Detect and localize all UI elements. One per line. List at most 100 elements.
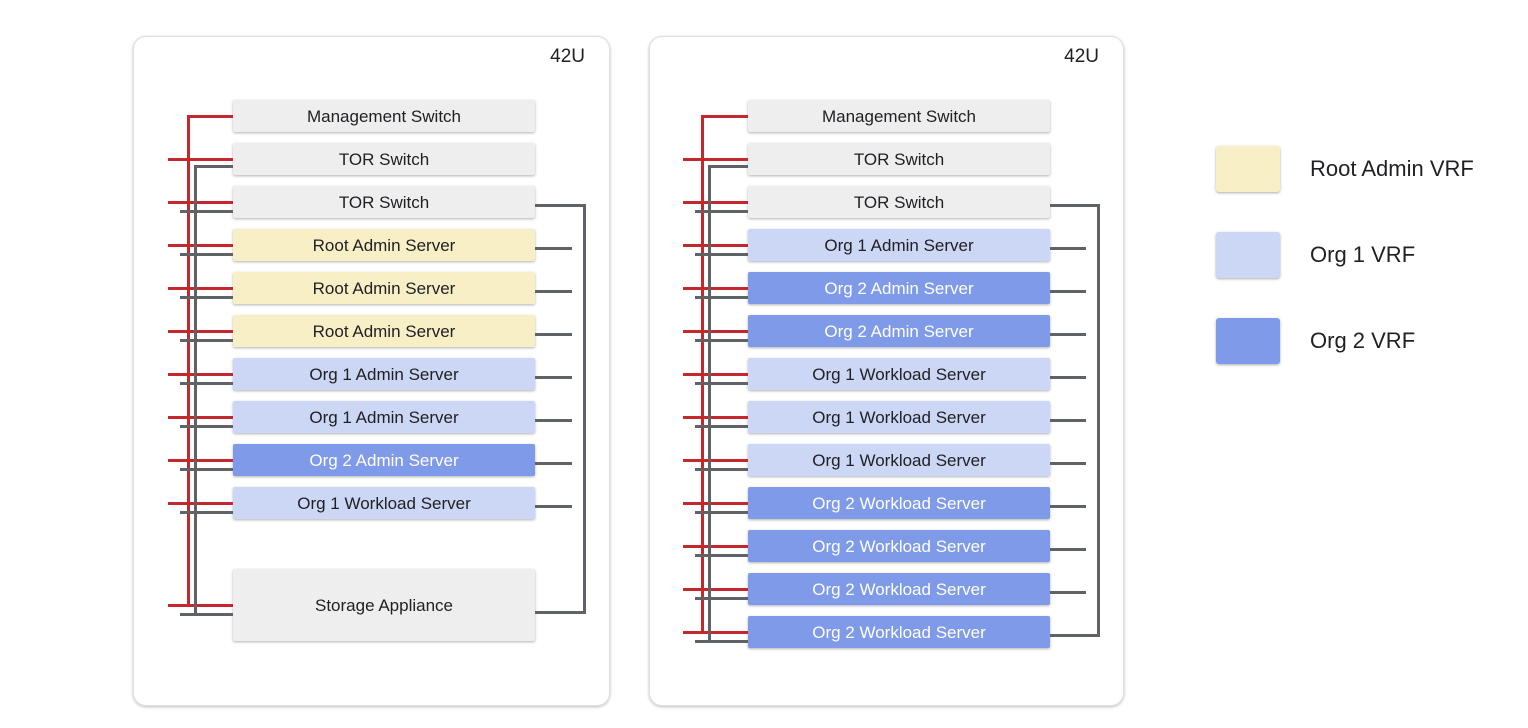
rack-left-uplink-branch-6 <box>535 376 572 379</box>
device-rack-left-6[interactable]: Org 1 Admin Server <box>233 358 535 390</box>
device-rack-left-4[interactable]: Root Admin Server <box>233 272 535 304</box>
rack-left-mgmt-branch-0 <box>187 115 233 118</box>
rack-right-mgmt-branch-6 <box>683 373 748 376</box>
rack-left-data-branch-3 <box>180 253 233 256</box>
rack-right-data-branch-6 <box>695 382 748 385</box>
device-rack-right-11[interactable]: Org 2 Workload Server <box>748 573 1050 605</box>
device-rack-right-3[interactable]: Org 1 Admin Server <box>748 229 1050 261</box>
rack-left-uplink-branch-5 <box>535 333 572 336</box>
rack-right-data-branch-4 <box>695 296 748 299</box>
rack-left-uplink-branch-9 <box>535 505 572 508</box>
device-rack-left-1[interactable]: TOR Switch <box>233 143 535 175</box>
rack-left-mgmt-branch-8 <box>168 459 233 462</box>
rack-right-mgmt-branch-2 <box>683 201 748 204</box>
rack-left-mgmt-branch-3 <box>168 244 233 247</box>
rack-left-mgmt-branch-6 <box>168 373 233 376</box>
rack-left-uplink-branch-7 <box>535 419 572 422</box>
rack-left-uplink-branch-2 <box>535 204 586 207</box>
rack-right-uplink-branch-10 <box>1050 548 1086 551</box>
rack-left-mgmt-trunk <box>187 115 190 607</box>
rack-right-uplink-branch-8 <box>1050 462 1086 465</box>
legend-label-1: Org 1 VRF <box>1310 242 1416 267</box>
rack-right-mgmt-branch-10 <box>683 545 748 548</box>
rack-right-mgmt-branch-12 <box>683 631 748 634</box>
device-rack-left-10[interactable]: Storage Appliance <box>233 569 535 641</box>
rack-left-uplink-branch-8 <box>535 462 572 465</box>
rack-left-data-branch-10 <box>180 613 233 616</box>
rack-left-capacity-label: 42U <box>550 46 585 67</box>
rack-right-data-trunk-left <box>708 165 711 640</box>
legend-swatch-1 <box>1216 232 1280 278</box>
rack-left-data-branch-5 <box>180 339 233 342</box>
rack-right-data-branch-7 <box>695 425 748 428</box>
legend-item-1: Org 1 VRF <box>1216 232 1415 278</box>
rack-left-mgmt-branch-9 <box>168 502 233 505</box>
rack-right-uplink-branch-5 <box>1050 333 1086 336</box>
device-rack-left-0[interactable]: Management Switch <box>233 100 535 132</box>
rack-left-mgmt-branch-10 <box>168 604 233 607</box>
rack-right-data-branch-8 <box>695 468 748 471</box>
device-rack-right-7[interactable]: Org 1 Workload Server <box>748 401 1050 433</box>
device-rack-right-4[interactable]: Org 2 Admin Server <box>748 272 1050 304</box>
device-rack-right-10[interactable]: Org 2 Workload Server <box>748 530 1050 562</box>
rack-left-mgmt-branch-4 <box>168 287 233 290</box>
device-rack-right-6[interactable]: Org 1 Workload Server <box>748 358 1050 390</box>
rack-right-mgmt-branch-1 <box>683 158 748 161</box>
device-rack-right-2[interactable]: TOR Switch <box>748 186 1050 218</box>
device-rack-right-5[interactable]: Org 2 Admin Server <box>748 315 1050 347</box>
rack-right-data-branch-12 <box>695 640 748 643</box>
legend-item-0: Root Admin VRF <box>1216 146 1474 192</box>
rack-right-uplink-trunk <box>1097 204 1100 637</box>
device-rack-left-7[interactable]: Org 1 Admin Server <box>233 401 535 433</box>
rack-left-data-trunk-left <box>194 165 197 613</box>
legend-item-2: Org 2 VRF <box>1216 318 1415 364</box>
rack-right-data-branch-2 <box>695 210 748 213</box>
device-rack-right-9[interactable]: Org 2 Workload Server <box>748 487 1050 519</box>
rack-right-uplink-branch-7 <box>1050 419 1086 422</box>
legend-label-2: Org 2 VRF <box>1310 328 1416 353</box>
device-rack-left-8[interactable]: Org 2 Admin Server <box>233 444 535 476</box>
rack-left-data-branch-4 <box>180 296 233 299</box>
legend-swatch-0 <box>1216 146 1280 192</box>
rack-right-mgmt-branch-8 <box>683 459 748 462</box>
device-rack-left-5[interactable]: Root Admin Server <box>233 315 535 347</box>
rack-right-data-branch-10 <box>695 554 748 557</box>
rack-right-mgmt-branch-7 <box>683 416 748 419</box>
rack-left-data-branch-1 <box>194 165 233 168</box>
device-rack-right-12[interactable]: Org 2 Workload Server <box>748 616 1050 648</box>
rack-right-mgmt-branch-9 <box>683 502 748 505</box>
rack-left-data-branch-6 <box>180 382 233 385</box>
device-rack-right-1[interactable]: TOR Switch <box>748 143 1050 175</box>
device-rack-left-2[interactable]: TOR Switch <box>233 186 535 218</box>
device-rack-right-0[interactable]: Management Switch <box>748 100 1050 132</box>
rack-left-data-branch-7 <box>180 425 233 428</box>
rack-right-data-branch-3 <box>695 253 748 256</box>
rack-left-data-branch-9 <box>180 511 233 514</box>
rack-right-uplink-branch-2 <box>1050 204 1100 207</box>
rack-right-data-branch-1 <box>708 165 748 168</box>
rack-right-mgmt-branch-5 <box>683 330 748 333</box>
device-rack-right-8[interactable]: Org 1 Workload Server <box>748 444 1050 476</box>
rack-right-mgmt-branch-11 <box>683 588 748 591</box>
rack-left-uplink-branch-4 <box>535 290 572 293</box>
rack-left-uplink-trunk <box>583 204 586 614</box>
rack-right-uplink-branch-9 <box>1050 505 1086 508</box>
rack-right-mgmt-branch-4 <box>683 287 748 290</box>
device-rack-left-3[interactable]: Root Admin Server <box>233 229 535 261</box>
legend-label-0: Root Admin VRF <box>1310 156 1474 181</box>
rack-left-uplink-branch-last <box>535 611 586 614</box>
rack-right-uplink-branch-4 <box>1050 290 1086 293</box>
rack-left-mgmt-branch-7 <box>168 416 233 419</box>
rack-left-uplink-branch-3 <box>535 247 572 250</box>
rack-right-mgmt-branch-0 <box>701 115 748 118</box>
rack-right-mgmt-branch-3 <box>683 244 748 247</box>
rack-right-data-branch-9 <box>695 511 748 514</box>
rack-left-mgmt-branch-5 <box>168 330 233 333</box>
device-rack-left-9[interactable]: Org 1 Workload Server <box>233 487 535 519</box>
rack-right-uplink-branch-6 <box>1050 376 1086 379</box>
rack-left-data-branch-2 <box>180 210 233 213</box>
legend-swatch-2 <box>1216 318 1280 364</box>
rack-right-data-branch-11 <box>695 597 748 600</box>
rack-right-uplink-branch-11 <box>1050 591 1086 594</box>
